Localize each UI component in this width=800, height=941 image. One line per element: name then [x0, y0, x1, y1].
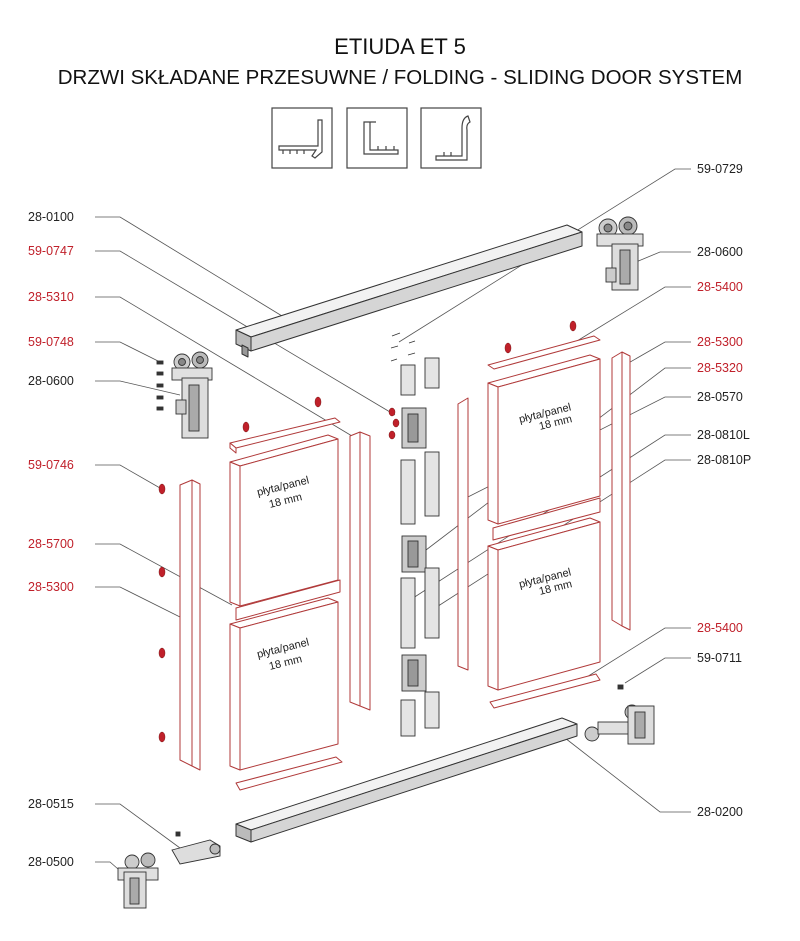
- right-upper-panel: [487, 354, 601, 525]
- callout-c3: 59-0747: [28, 244, 74, 258]
- right-mid-rail: [492, 497, 601, 541]
- leader-lines: [95, 168, 691, 877]
- callout-c21: 28-0500: [28, 855, 74, 869]
- callout-c13: 59-0746: [28, 458, 74, 472]
- left-upper-panel: [229, 434, 339, 607]
- callout-c18: 59-0711: [697, 651, 742, 665]
- callout-c7: 59-0748: [28, 335, 74, 349]
- callout-c11: 28-0570: [697, 390, 743, 404]
- right-lower-panel: [487, 517, 601, 691]
- right-hinge-profile: [457, 397, 469, 671]
- left-side-profile: [179, 479, 201, 771]
- callout-c10: 28-5320: [697, 361, 743, 375]
- callout-c16: 28-5300: [28, 580, 74, 594]
- callout-c1: 59-0729: [697, 162, 743, 176]
- trolley-top-left: [156, 351, 213, 439]
- profile-icon-3: [420, 107, 482, 169]
- callout-c17: 28-5400: [697, 621, 743, 635]
- profile-icons: [271, 107, 482, 169]
- left-bottom-rail: [235, 756, 343, 791]
- right-top-rail: [487, 335, 601, 370]
- trolley-bottom-left: [117, 831, 221, 909]
- diagram-subtitle: DRZWI SKŁADANE PRZESUWNE / FOLDING - SLI…: [57, 66, 743, 89]
- callout-labels: 59-0729 28-0100 59-0747 28-0600 28-5310 …: [28, 162, 751, 869]
- callout-c20: 28-0515: [28, 797, 74, 811]
- bottom-track: [235, 717, 578, 843]
- callout-c8: 28-5300: [697, 335, 743, 349]
- left-mid-rail: [235, 579, 341, 621]
- diagram-title: ETIUDA ET 5: [334, 34, 466, 59]
- right-bottom-rail: [489, 673, 601, 709]
- trolley-top-right: [596, 216, 644, 291]
- callout-c12: 28-0810L: [697, 428, 750, 442]
- callout-c4: 28-0600: [697, 245, 743, 259]
- callout-c5: 28-5310: [28, 290, 74, 304]
- callout-c9: 28-0600: [28, 374, 74, 388]
- left-lower-panel: [229, 597, 339, 771]
- callout-c19: 28-0200: [697, 805, 743, 819]
- callout-c15: 28-5700: [28, 537, 74, 551]
- profile-icon-1: [271, 107, 333, 169]
- right-side-profile: [611, 351, 631, 631]
- top-track: [235, 224, 583, 358]
- door-left: [179, 417, 371, 791]
- profile-icon-2: [346, 107, 408, 169]
- screws: [158, 320, 577, 743]
- callout-c6: 28-5400: [697, 280, 743, 294]
- left-hinge-profile: [349, 431, 371, 711]
- trolley-bottom-right: [584, 684, 655, 745]
- callout-c2: 28-0100: [28, 210, 74, 224]
- center-hinges: [400, 357, 440, 737]
- callout-c14: 28-0810P: [697, 453, 751, 467]
- door-right: [457, 335, 631, 709]
